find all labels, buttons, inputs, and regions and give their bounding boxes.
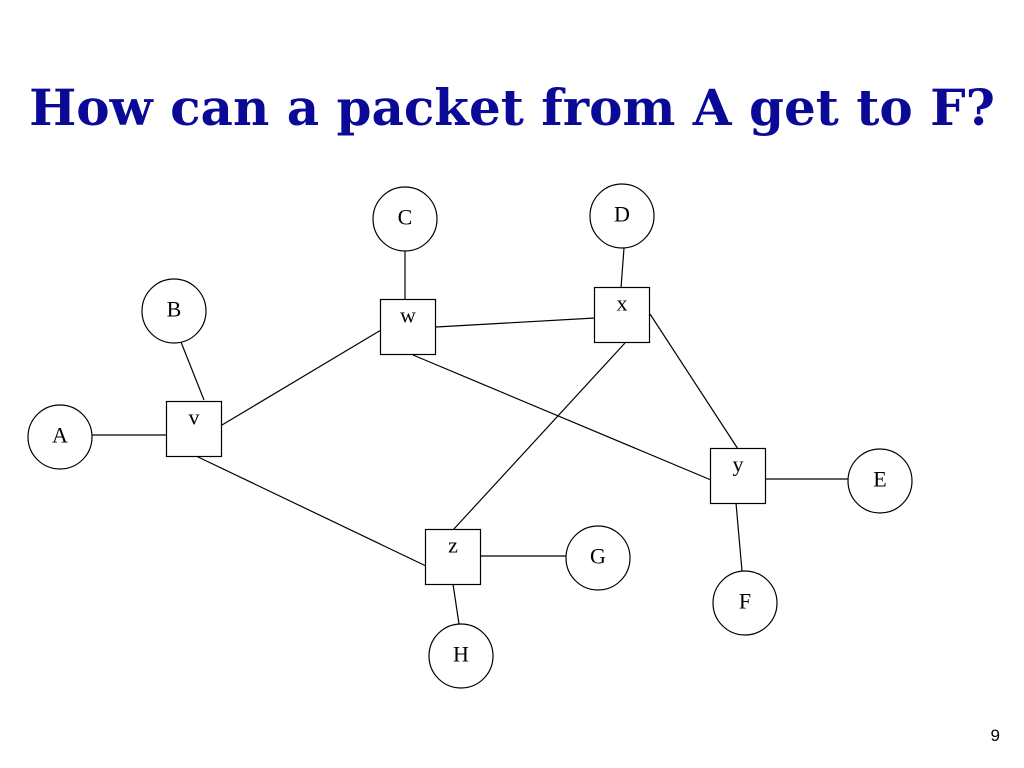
router-node-x: x: [593, 286, 651, 344]
router-node-w: w: [379, 298, 437, 356]
edges-layer: [92, 247, 848, 625]
edge-w-x: [435, 317, 596, 328]
host-node-G: G: [565, 525, 631, 591]
host-circle: [565, 525, 631, 591]
host-circle: [372, 186, 438, 252]
host-node-F: F: [712, 570, 778, 636]
router-square: [593, 286, 651, 344]
router-node-z: z: [424, 528, 482, 586]
host-circle: [712, 570, 778, 636]
edge-v-z: [195, 455, 427, 567]
node-label: G: [590, 544, 606, 569]
router-square: [165, 400, 223, 458]
router-square: [709, 447, 767, 505]
page-number: 9: [990, 726, 1000, 745]
edge-v-w: [221, 329, 382, 426]
host-node-E: E: [847, 448, 913, 514]
edge-z-H: [452, 583, 460, 625]
node-label: z: [448, 533, 458, 558]
host-node-D: D: [589, 183, 655, 249]
host-circle: [589, 183, 655, 249]
edge-x-y: [649, 313, 739, 450]
node-label: x: [617, 291, 628, 316]
node-label: w: [400, 303, 416, 328]
host-node-C: C: [372, 186, 438, 252]
router-node-y: y: [709, 447, 767, 505]
host-circle: [847, 448, 913, 514]
node-label: F: [739, 589, 751, 614]
node-label: B: [167, 297, 182, 322]
host-node-A: A: [27, 404, 93, 470]
node-label: E: [873, 467, 886, 492]
slide-title: How can a packet from A get to F?: [29, 78, 995, 137]
router-node-v: v: [165, 400, 223, 458]
edge-w-y: [412, 354, 712, 481]
host-circle: [141, 278, 207, 344]
node-label: A: [52, 423, 68, 448]
host-node-H: H: [428, 623, 494, 689]
node-label: C: [398, 205, 413, 230]
host-circle: [428, 623, 494, 689]
node-label: y: [733, 452, 744, 477]
edge-D-x: [620, 247, 625, 289]
nodes-layer: A B C D E F G Hv w x y z: [27, 183, 913, 689]
node-label: v: [189, 405, 200, 430]
node-label: H: [453, 642, 469, 667]
host-circle: [27, 404, 93, 470]
edge-y-F: [735, 502, 743, 572]
router-square: [424, 528, 482, 586]
host-node-B: B: [141, 278, 207, 344]
edge-x-z: [452, 342, 626, 531]
node-label: D: [614, 202, 630, 227]
edge-B-v: [180, 341, 205, 401]
router-square: [379, 298, 437, 356]
